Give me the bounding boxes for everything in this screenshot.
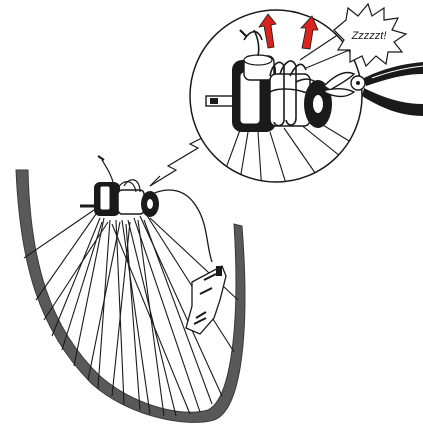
sensor-cable: [152, 190, 212, 262]
spoke-sensor-icon: [186, 266, 226, 334]
bicycle-wheel-icon: [16, 156, 245, 422]
rear-hub-icon: [80, 156, 159, 217]
burst-text: Zzzzzt!: [351, 30, 387, 42]
magnify-callout-icon: [190, 10, 364, 192]
